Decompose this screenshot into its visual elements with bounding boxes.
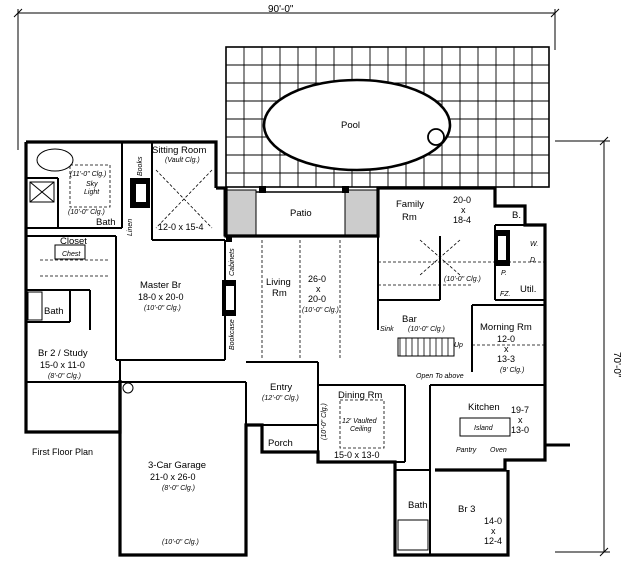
interior-walls <box>25 142 545 555</box>
depth-dimension-label: 70'-0" <box>611 352 622 378</box>
br3-height: 12-4 <box>484 536 502 546</box>
util-w-label: W. <box>530 241 538 248</box>
width-dimension-label: 90'-0" <box>268 4 294 15</box>
sitting-room-size: 12-0 x 15-4 <box>158 222 204 232</box>
living-width: 26-0 <box>308 274 326 284</box>
dining-size: 15-0 x 13-0 <box>334 450 380 460</box>
dining-rm-label: Dining Rm <box>338 390 382 401</box>
living-label-1: Living <box>266 277 291 288</box>
fixtures <box>27 148 570 551</box>
master-br-size: 18-0 x 20-0 <box>138 292 184 302</box>
books-label: Books <box>137 156 144 176</box>
family-width: 20-0 <box>453 195 471 205</box>
morning-height: 13-3 <box>497 354 515 364</box>
b-small-label: B. <box>512 210 521 221</box>
pool-label: Pool <box>341 120 360 131</box>
dining-note-2: Ceiling <box>350 426 372 433</box>
br2-label: Br 2 / Study <box>38 348 88 359</box>
dining-ceiling: (10'-0" Clg.) <box>321 403 328 440</box>
morning-rm-label: Morning Rm <box>480 322 532 333</box>
closet-chest-label: Chest <box>62 251 81 258</box>
br2-size: 15-0 x 11-0 <box>40 360 85 370</box>
kitchen-pantry-label: Pantry <box>456 447 477 454</box>
kitchen-width: 19-7 <box>511 405 529 415</box>
depth-dimension: 70'-0" <box>555 136 622 557</box>
kitchen-x: x <box>518 415 523 425</box>
garage-ceiling-2: (10'-0" Clg.) <box>162 539 199 546</box>
garage-size: 21-0 x 26-0 <box>150 472 196 482</box>
linen-label: Linen <box>127 219 134 236</box>
master-bath-label: Bath <box>96 217 116 228</box>
kitchen-label: Kitchen <box>468 402 500 413</box>
morning-width: 12-0 <box>497 334 515 344</box>
br3-width: 14-0 <box>484 516 502 526</box>
morning-x: x <box>504 344 509 354</box>
width-dimension: 90'-0" <box>13 4 560 150</box>
entry-ceiling: (12'-0" Clg.) <box>262 395 299 402</box>
living-height: 20-0 <box>308 294 326 304</box>
entry-label: Entry <box>270 382 292 393</box>
util-p-label: P. <box>501 270 507 277</box>
bar-label: Bar <box>402 314 417 325</box>
bar-ceiling: (10'-0" Clg.) <box>408 326 445 333</box>
br3-label: Br 3 <box>458 504 475 515</box>
master-br-ceiling: (10'-0" Clg.) <box>144 305 181 312</box>
master-br-label: Master Br <box>140 280 181 291</box>
garage-label: 3-Car Garage <box>148 460 206 471</box>
porch-label: Porch <box>268 438 293 449</box>
kitchen-island-label: Island <box>474 425 494 432</box>
morning-ceiling: (9' Clg.) <box>500 367 524 374</box>
sky-line2: Light <box>84 189 100 196</box>
living-x: x <box>316 284 321 294</box>
sky-ceiling-b: (10'-0" Clg.) <box>68 209 105 216</box>
util-label: Util. <box>520 284 536 295</box>
family-label-1: Family <box>396 199 424 210</box>
sitting-room-note: (Vault Clg.) <box>165 157 200 164</box>
closet-label: Closet <box>60 236 87 247</box>
patio: Patio <box>223 189 379 237</box>
family-x: x <box>461 205 466 215</box>
family-height: 18-4 <box>453 215 471 225</box>
kitchen-oven-label: Oven <box>490 447 507 454</box>
living-label-2: Rm <box>272 288 287 299</box>
ceiling-lines <box>40 169 545 360</box>
family-label-2: Rm <box>402 212 417 223</box>
bar-sink-label: Sink <box>380 326 394 333</box>
bath2-label: Bath <box>44 306 64 317</box>
bookcase-label: Bookcase <box>229 319 236 350</box>
br2-ceiling: (8'-0" Clg.) <box>48 373 81 380</box>
sky-line1: Sky <box>86 181 98 188</box>
living-ceiling: (10'-0" Clg.) <box>302 307 339 314</box>
sky-ceiling-a: (11'-0" Clg.) <box>70 171 106 178</box>
br3-x: x <box>491 526 496 536</box>
bath3-label: Bath <box>408 500 428 511</box>
cabinets-label: Cabinets <box>229 248 236 276</box>
dining-note-1: 12' Vaulted <box>342 418 378 425</box>
util-fz-label: FZ. <box>500 291 511 298</box>
room-labels: Sitting Room (Vault Clg.) 12-0 x 15-4 (1… <box>32 145 538 546</box>
exterior-walls <box>24 140 547 557</box>
kitchen-height: 13-0 <box>511 425 529 435</box>
stairs-up-label: Up <box>454 342 463 349</box>
open-to-above-label: Open To above <box>416 373 464 380</box>
family-ceiling: (10'-0" Clg.) <box>444 276 481 283</box>
patio-label: Patio <box>290 208 312 219</box>
pool-deck: Pool <box>225 46 550 188</box>
sitting-room-label: Sitting Room <box>152 145 206 156</box>
util-d-label: D. <box>530 257 537 264</box>
plan-title: First Floor Plan <box>32 447 93 457</box>
garage-ceiling: (8'-0" Clg.) <box>162 485 195 492</box>
